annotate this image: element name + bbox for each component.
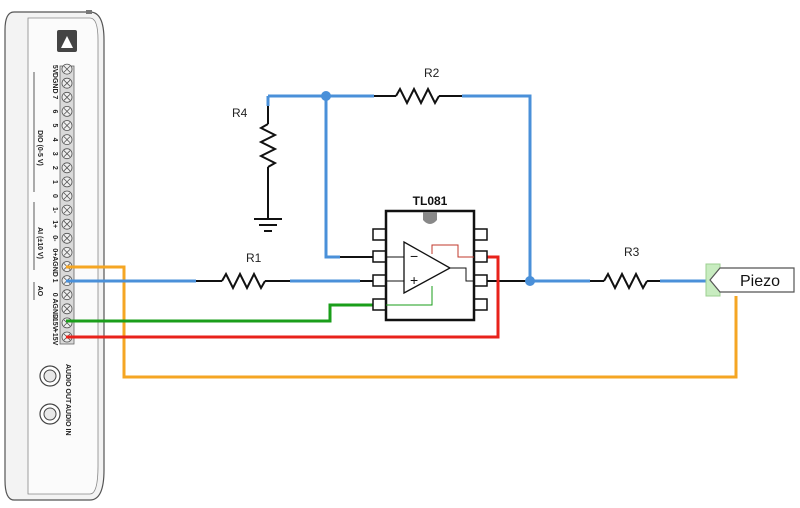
audio-out-label: AUDIO OUT [64,364,71,404]
ai-group: AI (±10 V) [33,202,43,270]
terminal-screw[interactable] [61,120,73,131]
ao-group: AO [33,282,43,300]
terminal-screw[interactable] [61,204,73,216]
terminal-screw[interactable] [61,91,73,103]
audio-in-label: AUDIO IN [64,404,71,436]
resistor-r2 [374,86,462,106]
r1-label: R1 [246,251,262,265]
piezo-sensor [705,263,795,297]
terminal-screw[interactable] [61,303,73,315]
io-pin-label: -15V [51,316,58,331]
r2-label: R2 [424,66,440,80]
io-pin-label: DGND [51,73,58,94]
wire-blue-pin2 [324,96,340,259]
dio-group-label: DIO (0-5 V) [36,130,43,166]
wire-green [66,303,374,323]
io-pin-label: 2 [51,166,58,170]
junction-dot [321,91,331,101]
r3-label: R3 [624,245,640,259]
terminal-screw[interactable] [61,106,73,117]
terminal-screw[interactable] [61,218,73,230]
io-pin-label: 1 [51,279,58,283]
opamp-plus-sign: + [410,272,418,288]
piezo-label: Piezo [740,273,780,290]
wire-blue-feedback-right [462,94,532,281]
opamp-label: TL081 [413,194,448,208]
io-pin-label: 1 [51,180,58,184]
opamp-tl081 [372,209,488,322]
io-pin-label: 0 [51,293,58,297]
io-pin-label: 3 [51,152,58,156]
io-pin-label: 4 [51,138,58,142]
dio-group: DIO (0-5 V) [33,72,43,192]
io-pin-label: 5V [51,65,58,74]
io-pin-label: 5 [51,124,58,128]
terminal-screw[interactable] [61,77,73,89]
resistor-r1 [196,271,290,291]
ai-group-label: AI (±10 V) [36,227,43,259]
terminal-screw[interactable] [61,246,73,258]
terminal-screw[interactable] [61,63,73,75]
terminal-screw[interactable] [61,289,73,301]
junction-dot [525,276,535,286]
terminal-screw[interactable] [61,148,73,160]
ground-icon [254,218,282,232]
io-pin-label: +15V [51,329,58,346]
io-pin-label: AGND [51,298,58,319]
terminal-screw[interactable] [61,134,73,146]
terminal-screw[interactable] [61,317,73,329]
io-pin-label: 0- [51,235,58,242]
device-logo-icon [57,30,77,52]
io-pin-label: 1- [51,207,58,214]
io-pin-label: 0+ [51,248,58,256]
io-pin-label: 0 [51,194,58,198]
terminal-strip [59,63,75,345]
io-pin-label: 6 [51,109,58,113]
io-pin-label: 7 [51,95,58,99]
terminal-screw[interactable] [61,190,73,202]
resistor-r3 [590,271,660,291]
daq-device: +15V-15VAGND01AGND0+0-1+1-01234567DGND5V… [4,10,105,501]
opamp-minus-sign: − [410,248,418,264]
resistor-r4 [258,106,278,218]
audio-out-jack[interactable] [39,365,61,387]
io-pin-label: AGND [51,256,58,277]
wire-orange [66,265,738,379]
io-pin-label: 1+ [51,220,58,228]
terminal-screw[interactable] [61,162,73,174]
ao-group-label: AO [36,286,43,297]
audio-in-jack[interactable] [39,403,61,425]
r4-label: R4 [232,106,248,120]
terminal-screw[interactable] [61,176,73,188]
terminal-screw[interactable] [61,232,73,244]
